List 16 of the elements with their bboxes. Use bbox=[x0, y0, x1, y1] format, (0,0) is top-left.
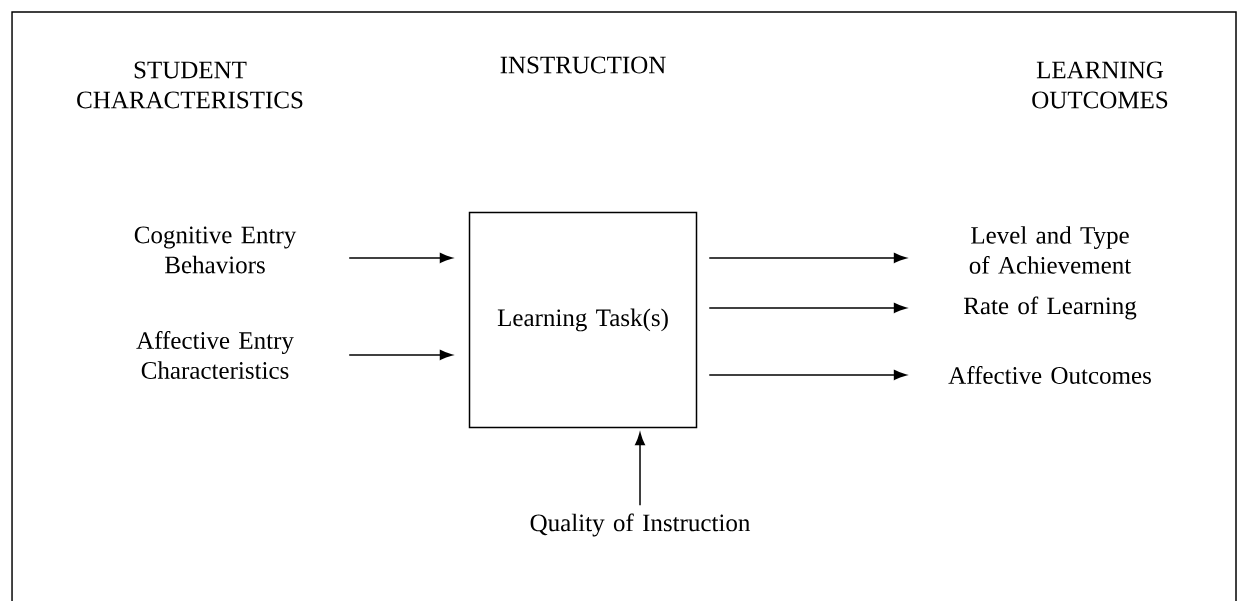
node-label: Quality of Instruction bbox=[530, 513, 751, 537]
process-box: Learning Task(s) bbox=[468, 211, 698, 429]
column-heading: STUDENT CHARACTERISTICS bbox=[77, 61, 303, 109]
node-label: Level and Type of Achievement bbox=[969, 226, 1132, 274]
column-heading: LEARNING OUTCOMES bbox=[1032, 61, 1168, 109]
arrow bbox=[348, 253, 453, 263]
arrow bbox=[708, 370, 907, 380]
arrow bbox=[708, 253, 907, 263]
column-heading: INSTRUCTION bbox=[500, 56, 666, 74]
node-label: Cognitive Entry Behaviors bbox=[134, 226, 297, 274]
arrow bbox=[635, 432, 645, 507]
node-label: Affective Entry Characteristics bbox=[136, 331, 294, 379]
arrow bbox=[708, 303, 907, 313]
node-label: Rate of Learning bbox=[963, 296, 1137, 320]
arrow bbox=[348, 350, 453, 360]
node-label: Affective Outcomes bbox=[948, 366, 1151, 384]
